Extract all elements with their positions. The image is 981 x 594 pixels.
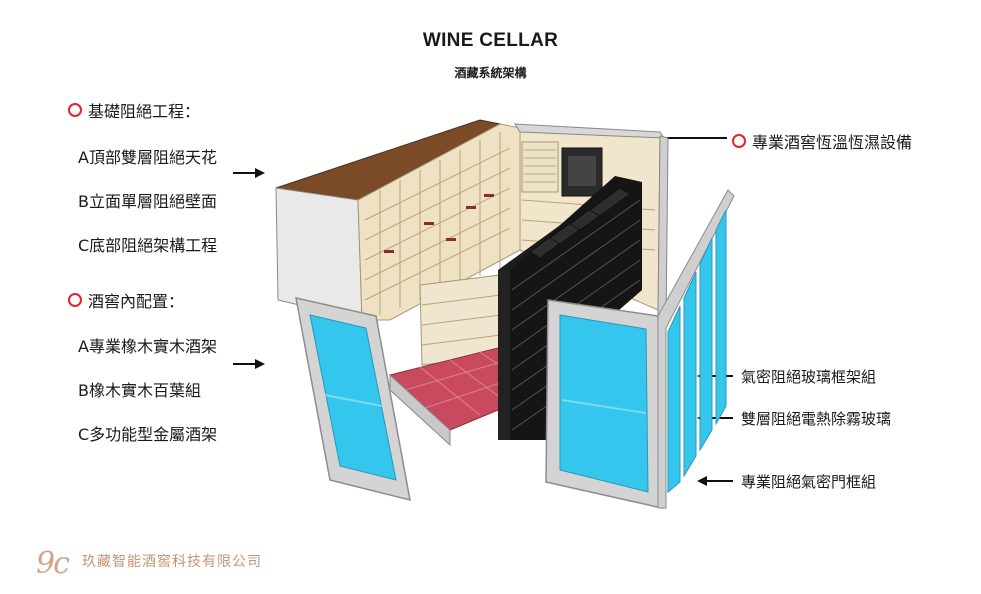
list-item: B立面單層阻絕壁面 (78, 192, 217, 211)
arrow-left-icon (697, 476, 733, 486)
glass-defog-label: 雙層阻絕電熱除霧玻璃 (741, 410, 892, 428)
page-subtitle: 酒藏系統架構 (454, 66, 527, 80)
list-item: A專業橡木實木酒架 (78, 337, 217, 356)
side-glass-wall (657, 189, 735, 509)
arrow-right-icon (233, 359, 265, 369)
section-heading-interior: 酒窖內配置： (68, 288, 184, 312)
page-title: WINE CELLAR (422, 30, 559, 51)
section-heading-insulation: 基礎阻絕工程： (68, 98, 200, 122)
wine-cellar-illustration (275, 119, 735, 509)
list-item: A頂部雙層阻絕天花 (78, 148, 217, 167)
equipment-label-text: 專業酒窖恆溫恆濕設備 (752, 133, 913, 152)
left-wall (275, 187, 363, 321)
circle-marker-icon (732, 134, 746, 148)
list-item: C多功能型金屬酒架 (78, 425, 218, 444)
circle-marker-icon (68, 103, 82, 117)
company-name: 玖藏智能酒窖科技有限公司 (82, 554, 262, 570)
left-glass-door (295, 297, 411, 502)
door-frame-label: 專業阻絕氣密門框組 (741, 473, 877, 491)
equipment-label: 專業酒窖恆溫恆濕設備 (732, 129, 912, 153)
list-item: B橡木實木百葉組 (78, 381, 201, 400)
louver-slats (421, 294, 502, 346)
wine-bottles (384, 194, 494, 253)
section-heading-label: 酒窖內配置： (88, 292, 185, 311)
list-item: C底部阻絕架構工程 (78, 236, 218, 255)
company-logo: 9c (36, 546, 70, 581)
right-glass-door (545, 299, 663, 509)
oak-wine-rack (364, 132, 511, 315)
circle-marker-icon (68, 293, 82, 307)
glass-frame-label: 氣密阻絕玻璃框架組 (741, 368, 877, 386)
arrow-right-icon (233, 168, 265, 178)
section-heading-label: 基礎阻絕工程： (88, 102, 201, 121)
